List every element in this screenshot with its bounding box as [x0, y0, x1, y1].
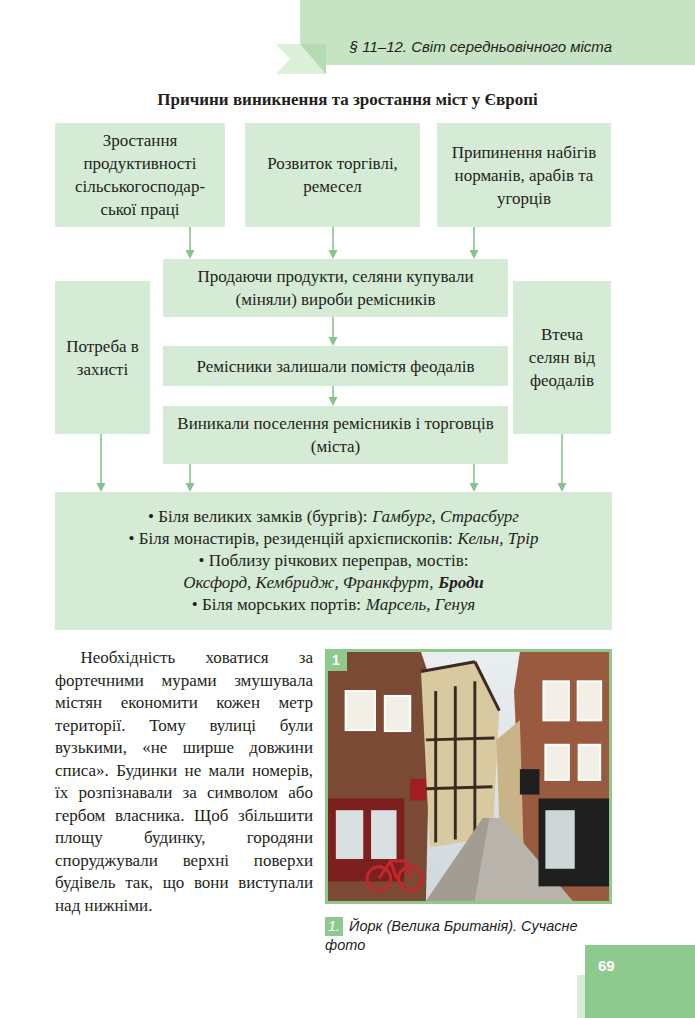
box-text: Ремісники залишали помістя феодалів [197, 355, 475, 378]
page-strip [577, 975, 585, 1018]
place-type: • Біля монастирів, резиденцій архієписко… [129, 529, 453, 548]
arrow-line [189, 227, 191, 251]
body-paragraph: Необхідність ховатися за фортечними мура… [55, 647, 313, 917]
place-line: • Поблизу річкових переправ, мостів: [199, 550, 469, 572]
place-type: • Біля морських портів: [192, 595, 361, 614]
flow-arrow [329, 386, 338, 406]
arrow-head [186, 250, 195, 259]
arrow-line [473, 464, 475, 484]
arrow-head [329, 337, 338, 346]
flow-arrow [186, 464, 195, 492]
box-text: Потреба в захисті [63, 335, 142, 381]
header-band [300, 0, 695, 65]
city-names: Кельн, Трір [458, 529, 539, 548]
caption-number: 1. [325, 917, 343, 936]
cause-box: Ремісники залишали помістя феодалів [163, 346, 508, 386]
photo-number: 1 [325, 649, 347, 671]
arrow-head [186, 483, 195, 492]
result-box: • Біля великих замків (бургів): Гамбург, … [55, 492, 612, 630]
box-text: Втеча селян від феодалів [521, 323, 603, 392]
photo-caption: 1.Йорк (Велика Британія). Сучасне фото [325, 917, 612, 955]
photo-frame [325, 649, 612, 904]
box-text: Зростання продуктивності сільськогоспода… [63, 129, 217, 221]
arrow-line [561, 434, 563, 484]
diagram-title: Причини виникнення та зростання міст у Є… [20, 90, 675, 110]
cause-box: Потреба в захисті [55, 281, 150, 434]
place-line: • Біля морських портів: Марсель, Генуя [192, 594, 475, 616]
section-header: § 11–12. Світ середньовічного міста [318, 38, 612, 55]
place-line: Оксфорд, Кембридж, Франкфурт, Броди [183, 572, 484, 594]
header-ribbon [276, 44, 336, 80]
arrow-line [189, 464, 191, 484]
flow-arrow [470, 464, 479, 492]
city-names: Марсель, Генуя [366, 595, 475, 614]
cause-box: Виникали поселення ремісників і торговці… [163, 406, 508, 464]
arrow-head [329, 250, 338, 259]
arrow-head [97, 483, 106, 492]
street-photo [328, 652, 609, 901]
arrow-head [329, 397, 338, 406]
place-type: • Поблизу річкових переправ, мостів: [199, 551, 469, 570]
cause-box: Припинення набігів норманів, арабів та у… [437, 123, 611, 227]
cause-box: Розвиток торгівлі, ремесел [245, 123, 420, 227]
flow-arrow [97, 434, 106, 492]
arrow-line [332, 317, 334, 338]
arrow-line [332, 386, 334, 398]
flow-arrow [186, 227, 195, 259]
page-number: 69 [598, 957, 628, 974]
place-type: • Біля великих замків (бургів): [148, 507, 367, 526]
place-line: • Біля великих замків (бургів): Гамбург, … [148, 506, 519, 528]
place-line: • Біля монастирів, резиденцій архієписко… [129, 528, 539, 550]
arrow-head [558, 483, 567, 492]
caption-text: Йорк (Велика Британія). Сучасне фото [325, 918, 578, 953]
cause-box: Зростання продуктивності сільськогоспода… [55, 123, 225, 227]
cause-box: Втеча селян від феодалів [513, 281, 611, 434]
flow-arrow [558, 434, 567, 492]
cause-box: Продаючи продукти, селяни купували (міня… [163, 259, 508, 317]
flow-arrow [470, 227, 479, 259]
flow-arrow [329, 317, 338, 346]
flow-arrow [329, 227, 338, 259]
arrow-head [470, 483, 479, 492]
city-names: Броди [438, 573, 483, 592]
arrow-line [100, 434, 102, 484]
city-names: Оксфорд, Кембридж, Франкфурт, [183, 573, 433, 592]
box-text: Виникали поселення ремісників і торговці… [171, 412, 500, 458]
arrow-head [470, 250, 479, 259]
box-text: Продаючи продукти, селяни купували (міня… [171, 265, 500, 311]
arrow-line [332, 227, 334, 251]
box-text: Розвиток торгівлі, ремесел [253, 152, 412, 198]
arrow-line [473, 227, 475, 251]
city-names: Гамбург, Страсбург [372, 507, 519, 526]
page-number-box [585, 945, 695, 1018]
box-text: Припинення набігів норманів, арабів та у… [445, 141, 603, 210]
